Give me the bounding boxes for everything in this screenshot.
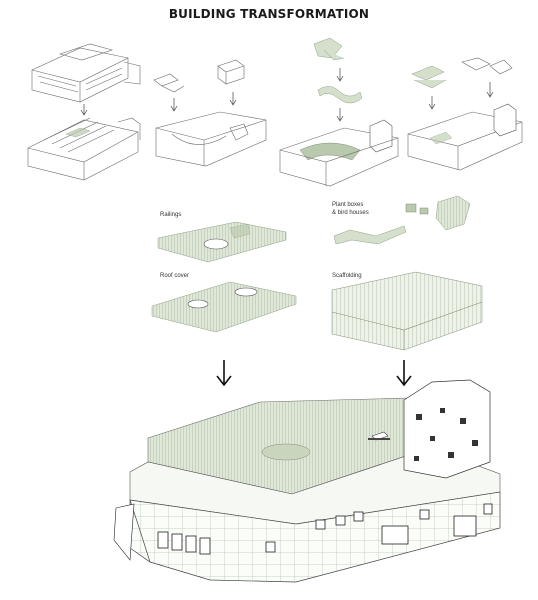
scaffolding-component — [331, 271, 483, 351]
label-scaffolding: Scaffolding — [332, 273, 362, 279]
step1-arrow — [80, 104, 88, 116]
label-plant-boxes-line1: Plant boxes — [332, 202, 364, 208]
step1-existing-building — [31, 43, 141, 103]
step3-green-elements — [313, 37, 363, 104]
step2-arrow-right — [229, 92, 237, 106]
roof-cover-component — [151, 281, 297, 333]
diagram-title: BUILDING TRANSFORMATION — [168, 7, 370, 21]
final-building — [113, 379, 501, 583]
big-arrow-left — [216, 360, 232, 387]
label-plant-boxes-line2: & bird houses — [332, 210, 369, 216]
step3-arrow-top — [336, 68, 344, 82]
step2-arrow-left — [170, 98, 178, 112]
step4-arrow-right — [486, 82, 494, 98]
step3-arrow-bottom — [336, 108, 344, 122]
step4-building — [407, 103, 523, 171]
label-roof-cover: Roof cover — [160, 273, 190, 279]
step2-opened-building — [155, 111, 267, 167]
step1-stripped-building — [27, 117, 141, 181]
step2-removed-parts — [153, 59, 245, 93]
step4-arrow-left — [428, 96, 436, 110]
step3-building-with-green — [279, 119, 399, 187]
label-railings: Railings — [160, 212, 182, 218]
big-arrow-right — [396, 360, 412, 387]
step4-parts — [411, 57, 513, 89]
plant-boxes-component — [333, 195, 471, 245]
railings-component — [157, 221, 287, 263]
